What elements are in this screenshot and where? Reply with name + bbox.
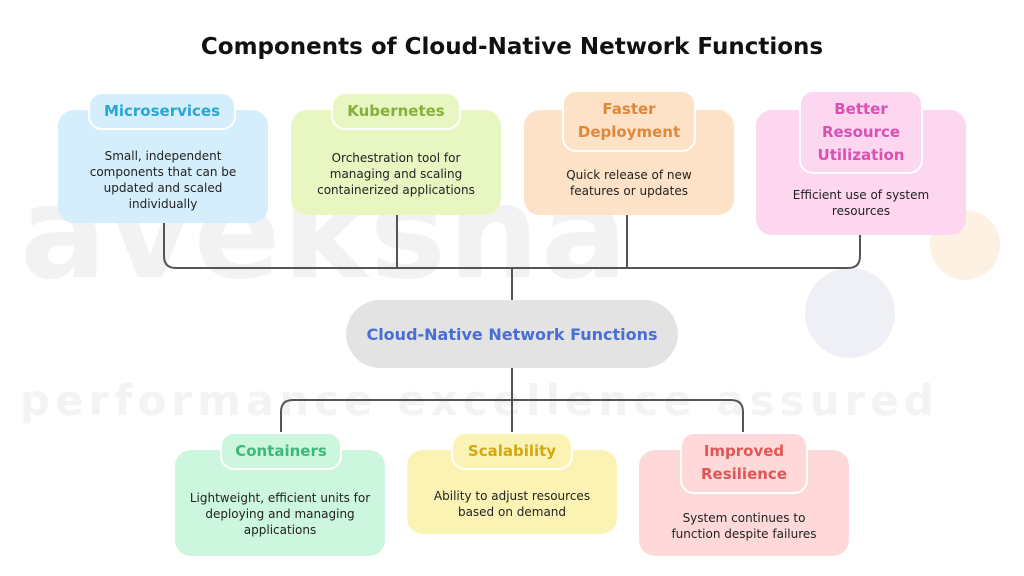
label-better-resource-utilization: Better Resource Utilization (799, 90, 923, 174)
label-kubernetes: Kubernetes (331, 92, 461, 130)
watermark-dot-gray (805, 268, 895, 358)
desc-containers: Lightweight, efficient units for deployi… (189, 491, 371, 537)
desc-microservices: Small, independent components that can b… (89, 149, 237, 211)
desc-faster-deployment: Quick release of new features or updates (566, 168, 692, 198)
desc-improved-resilience: System continues to function despite fai… (671, 511, 817, 541)
center-node: Cloud-Native Network Functions (346, 300, 678, 368)
top-connector-bus (163, 220, 861, 269)
desc-scalability: Ability to adjust resources based on dem… (433, 489, 591, 519)
label-scalability: Scalability (451, 432, 573, 470)
desc-better-resource-utilization: Efficient use of system resources (792, 188, 930, 218)
desc-kubernetes: Orchestration tool for managing and scal… (317, 151, 475, 197)
label-microservices: Microservices (88, 92, 236, 130)
label-improved-resilience: Improved Resilience (680, 432, 808, 494)
label-containers: Containers (220, 432, 342, 470)
diagram-title: Components of Cloud-Native Network Funct… (200, 34, 824, 60)
label-faster-deployment: Faster Deployment (562, 90, 696, 152)
